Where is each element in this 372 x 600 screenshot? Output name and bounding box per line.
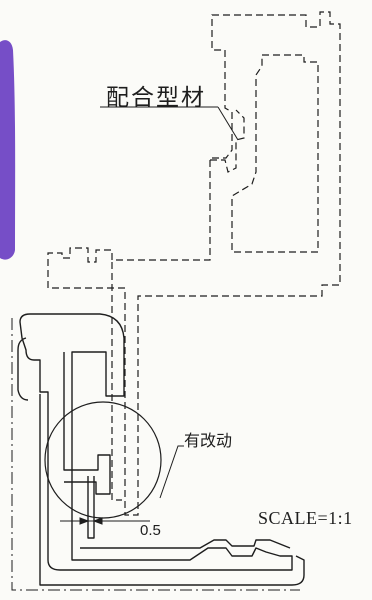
main-profile-lip (17, 337, 29, 401)
mating-profile-stem (111, 262, 122, 501)
mating-profile-outline (47, 11, 341, 516)
main-profile-wall (39, 394, 305, 586)
dimension-label: 0.5 (140, 522, 161, 539)
main-profile-solid (17, 313, 305, 586)
mating-profile-hook (210, 109, 245, 173)
modified-label: 有改动 (184, 431, 233, 450)
dimension-marker (60, 517, 150, 525)
boundary-dashdot (11, 318, 300, 591)
mating-label-leader (100, 106, 239, 141)
main-profile-base-top (80, 539, 291, 549)
main-profile-inner-slot (63, 352, 111, 495)
mating-profile-label: 配合型材 (106, 85, 206, 111)
modified-leader (159, 445, 184, 499)
scale-label: SCALE=1:1 (258, 508, 353, 528)
mating-profile-dashed (47, 11, 341, 516)
detail-circle (44, 401, 162, 519)
main-profile-outer (19, 313, 293, 571)
purple-marker-stroke (0, 40, 16, 260)
modified-fin (87, 476, 95, 539)
mating-profile-inner-channel (231, 54, 319, 253)
